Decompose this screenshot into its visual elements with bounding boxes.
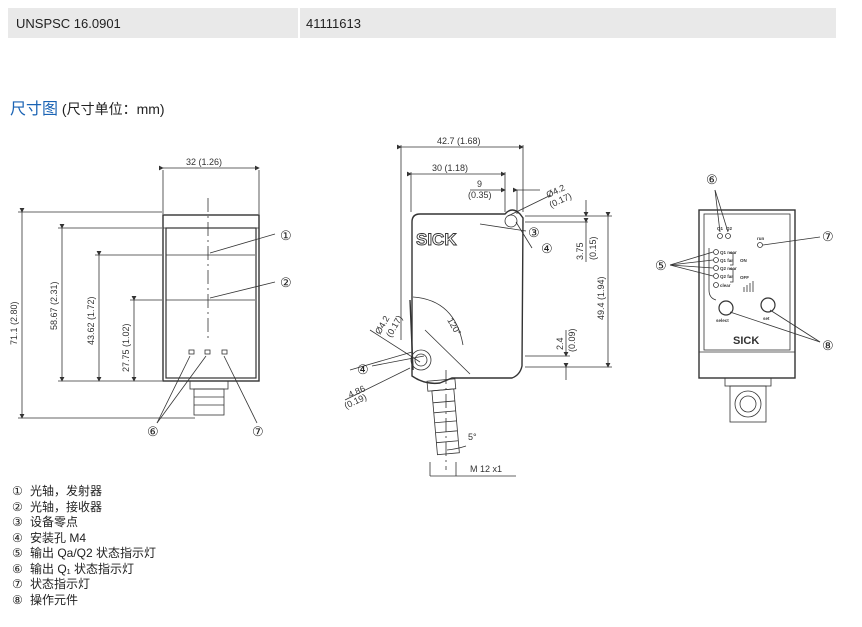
unspsc-label: UNSPSC 16.0901 <box>16 15 121 31</box>
front-led-2 <box>204 349 211 355</box>
callout-5-top: ⑤ <box>655 258 667 273</box>
top-view <box>669 189 821 423</box>
select-button[interactable] <box>718 300 734 316</box>
legend-num: ④ <box>12 530 23 545</box>
dim-d2: 30 (1.18) <box>432 163 468 173</box>
legend-text: 设备零点 <box>30 515 79 529</box>
legend-num: ⑤ <box>12 546 23 560</box>
legend-item: ② 光轴，接收器 <box>12 500 156 516</box>
dim-h4: 27.75 (1.02) <box>121 323 131 372</box>
callout-8-top: ⑧ <box>822 338 834 353</box>
callout-markers: ① ② ⑥ ⑦ ③ ④ ④ ⑥ ⑦ ⑤ ⑧ <box>147 172 834 439</box>
top-connector <box>729 385 767 423</box>
label-on: ON <box>740 258 747 263</box>
side-view <box>344 144 612 477</box>
dim-d5: 3.75 <box>575 242 585 260</box>
label-q1: Q1 <box>717 226 724 231</box>
legend-text: 输出 Qa/Q2 状态指示灯 <box>30 546 157 560</box>
callout-6-front: ⑥ <box>147 424 159 439</box>
legend-item: ⑧ 操作元件 <box>12 593 156 609</box>
front-connector <box>193 388 225 416</box>
legend-item: ⑥ 输出 Q₁ 状态指示灯 <box>12 562 156 578</box>
dim-d5b: (0.15) <box>588 236 598 260</box>
legend-item: ④ 安装孔 M4 <box>12 531 156 547</box>
legend-item: ① 光轴，发射器 <box>12 484 156 500</box>
mount-hole-bottom <box>410 349 432 371</box>
legend-text: 光轴，接收器 <box>30 499 103 514</box>
dim-angle-5: 5° <box>468 432 477 442</box>
legend-item: ⑦ 状态指示灯 <box>12 577 156 593</box>
legend-text: 状态指示灯 <box>30 577 91 591</box>
dim-d3: 9 <box>477 179 482 189</box>
legend-num: ③ <box>12 515 23 529</box>
callout-7-front: ⑦ <box>252 424 264 439</box>
dim-d3b: (0.35) <box>468 190 492 200</box>
callout-6-top: ⑥ <box>706 172 718 187</box>
label-set: set <box>763 316 770 321</box>
callout-4-side-top: ④ <box>541 241 553 256</box>
dim-h1: 71.1 (2.80) <box>9 301 19 345</box>
label-clear: clear <box>720 283 731 288</box>
dim-width: 32 (1.26) <box>186 157 222 167</box>
legend-list: ① 光轴，发射器 ② 光轴，接收器 ③ 设备零点 ④ 安装孔 M4 ⑤ 输出 Qa/Q2 … <box>12 484 156 608</box>
label-q2: Q2 <box>726 226 733 231</box>
label-q2-far: Q2 far <box>720 274 733 279</box>
front-window <box>165 227 257 379</box>
section-title: 尺寸图 (尺寸单位：mm) <box>10 95 165 119</box>
legend-num: ① <box>12 484 23 498</box>
callout-7-top: ⑦ <box>822 229 834 244</box>
legend-item: ⑤ 输出 Qa/Q2 状态指示灯 <box>12 546 156 562</box>
section-title-unit: (尺寸单位：mm) <box>61 101 165 117</box>
legend-num: ⑥ <box>12 561 23 576</box>
product-code-row: UNSPSC 16.0901 41111613 <box>8 8 836 38</box>
top-logo: SICK <box>733 335 759 347</box>
dim-d7: 2.4 <box>555 337 565 350</box>
mount-hole-top <box>504 214 518 228</box>
label-select: select <box>716 318 729 323</box>
front-view <box>18 165 276 424</box>
front-led-1 <box>188 349 195 355</box>
side-housing <box>411 209 524 385</box>
set-button[interactable] <box>760 297 776 313</box>
legend-text: 光轴，发射器 <box>30 484 103 498</box>
callout-3-side: ③ <box>528 225 540 240</box>
label-q1-far: Q1 far <box>720 258 733 263</box>
legend-text: 安装孔 M4 <box>30 530 87 545</box>
run-led <box>757 242 763 248</box>
dim-thread: M 12 x1 <box>470 464 502 474</box>
legend-text: 输出 Q₁ 状态指示灯 <box>30 561 135 576</box>
dim-d6: 49.4 (1.94) <box>596 276 606 320</box>
top-panel-labels: Q1 Q2 run Q1 near Q1 far Q2 near Q2 far … <box>716 226 770 323</box>
dimension-labels: 32 (1.26) 71.1 (2.80) 58.67 (2.31) 43.62… <box>9 136 606 474</box>
callout-2-front: ② <box>280 275 292 290</box>
label-run: run <box>757 236 765 241</box>
label-q2-near: Q2 near <box>720 266 737 271</box>
dim-d7b: (0.09) <box>567 328 577 352</box>
label-off: OFF <box>740 275 749 280</box>
dim-h3: 43.62 (1.72) <box>86 296 96 345</box>
dim-d1: 42.7 (1.68) <box>437 136 481 146</box>
legend-text: 操作元件 <box>30 592 79 607</box>
legend-item: ③ 设备零点 <box>12 515 156 531</box>
front-led-3 <box>221 349 228 355</box>
section-title-main: 尺寸图 <box>10 101 59 118</box>
side-logo: SICK <box>416 230 457 249</box>
legend-num: ⑦ <box>12 577 23 591</box>
callout-4-side-bottom: ④ <box>357 362 369 377</box>
callout-1-front: ① <box>280 228 292 243</box>
legend-num: ② <box>12 499 23 514</box>
legend-num: ⑧ <box>12 592 23 607</box>
top-housing <box>698 209 796 379</box>
dim-h2: 58.67 (2.31) <box>49 281 59 330</box>
label-q1-near: Q1 near <box>720 250 737 255</box>
unspsc-value: 41111613 <box>298 8 836 38</box>
